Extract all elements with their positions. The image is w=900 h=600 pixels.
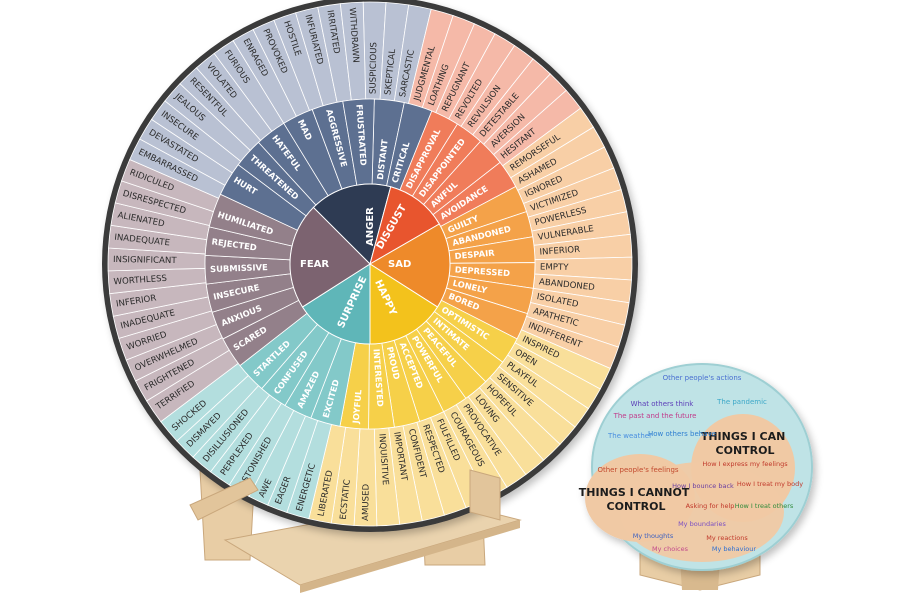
middle-label: INTERESTED [371, 348, 385, 407]
can-control-item: My thoughts [633, 532, 674, 540]
core-segment [289, 206, 371, 308]
can-control-item: My behaviour [712, 545, 756, 553]
outer-label: AMUSED [361, 483, 372, 521]
middle-label: FRUSTRATED [354, 104, 368, 166]
outer-label: INQUISITIVE [376, 433, 390, 485]
core-segment [369, 263, 439, 345]
middle-label: JOYFUL [350, 389, 363, 425]
can-control-item: How I treat others [735, 502, 794, 510]
can-control-item: Asking for help [686, 502, 735, 510]
cannot-title: THINGS I CANNOT CONTROL [579, 486, 693, 513]
core-segment [369, 223, 451, 308]
can-control-item: My boundaries [678, 520, 726, 528]
can-control-item: How I express my feelings [702, 460, 788, 468]
middle-label: SUBMISSIVE [210, 262, 268, 274]
outer-label: SKEPTICAL [383, 48, 398, 95]
middle-label: DEPRESSED [454, 264, 510, 278]
middle-label: DISTANT [375, 139, 390, 181]
core-segment [369, 186, 440, 266]
cannot-control-item: The past and the future [613, 412, 697, 420]
outer-label: ECSTATIC [339, 479, 353, 520]
can-title: THINGS I CAN CONTROL [701, 430, 789, 457]
outer-label: WORTHLESS [113, 274, 167, 288]
outer-label: SUSPICIOUS [368, 42, 379, 94]
outer-label: INFERIOR [539, 245, 580, 258]
outer-label: INSIGNIFICANT [113, 255, 178, 266]
core-label: ANGER [365, 207, 376, 246]
cannot-control-item: How others behave [648, 430, 716, 438]
cannot-control-item: Other people's actions [663, 374, 742, 382]
can-control-item: How I bounce back [672, 482, 734, 490]
cannot-control-item: The weather [607, 432, 652, 440]
middle-label: DESPAIR [454, 248, 495, 262]
core-segment [301, 263, 371, 345]
control-board: THINGS I CANNOT CONTROL THINGS I CAN CON… [579, 363, 813, 571]
can-control-item: How I treat my body [737, 480, 803, 488]
cannot-control-item: Other people's feelings [597, 466, 678, 474]
can-region-lower [620, 462, 784, 562]
can-control-item: My choices [652, 545, 689, 553]
cannot-control-item: What others think [631, 400, 695, 408]
outer-label: WITHDRAWN [347, 7, 361, 63]
wheel-stand-front [189, 469, 501, 521]
core-segment [312, 183, 392, 265]
can-control-item: My reactions [706, 534, 748, 542]
outer-label: EMPTY [540, 262, 569, 273]
core-label: FEAR [300, 259, 329, 270]
core-label: SAD [388, 259, 411, 270]
cannot-control-item: The pandemic [716, 398, 767, 406]
